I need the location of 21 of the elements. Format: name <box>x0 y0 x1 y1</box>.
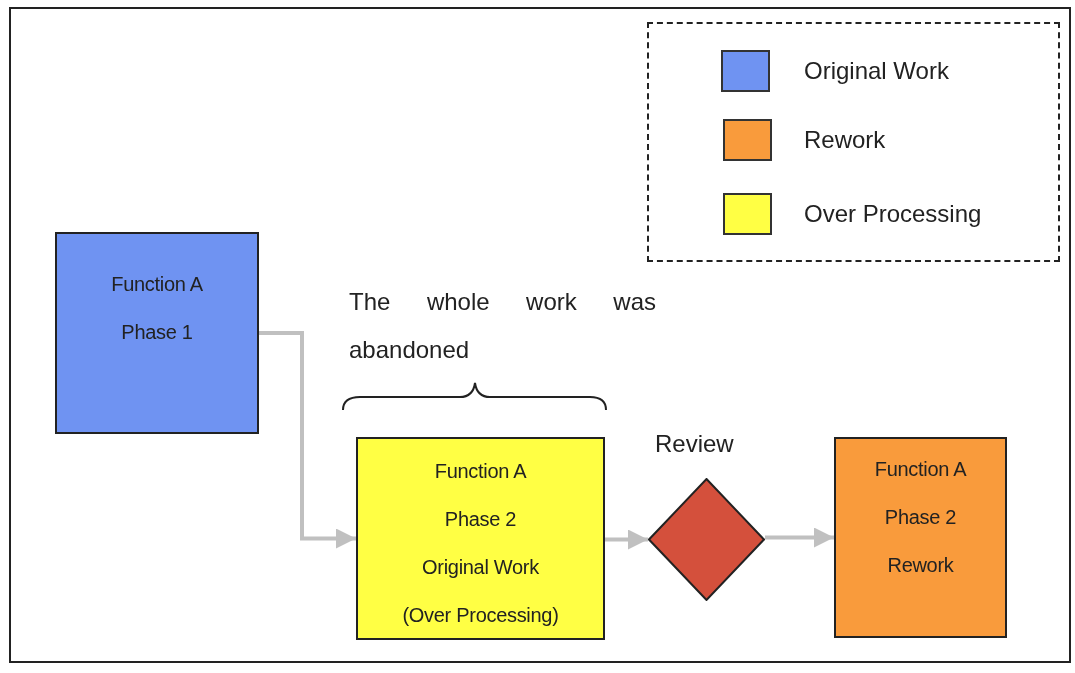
node-text: Function A <box>111 272 203 297</box>
node-text: Function A <box>434 459 527 484</box>
node-text: (Over Processing) <box>402 603 559 628</box>
node-text: Phase 2 <box>884 505 957 530</box>
node-text: Original Work <box>422 555 539 580</box>
legend-text: Rework <box>804 126 886 154</box>
arrow <box>259 331 356 549</box>
node-text: Function A <box>874 457 967 482</box>
decision-diamond <box>648 478 765 601</box>
node-caption: Review <box>655 430 734 458</box>
process-box <box>356 437 605 640</box>
legend-text: Over Processing <box>804 200 982 228</box>
node-text: Phase 2 <box>444 507 517 532</box>
node-text: Rework <box>887 553 954 578</box>
arrow <box>765 527 834 548</box>
note-text: The whole work was abandoned <box>349 287 656 365</box>
arrow <box>605 529 648 550</box>
process-box <box>55 232 259 434</box>
node-text: Phase 1 <box>121 320 193 345</box>
legend-text: Original Work <box>804 57 949 85</box>
process-box <box>834 437 1007 638</box>
